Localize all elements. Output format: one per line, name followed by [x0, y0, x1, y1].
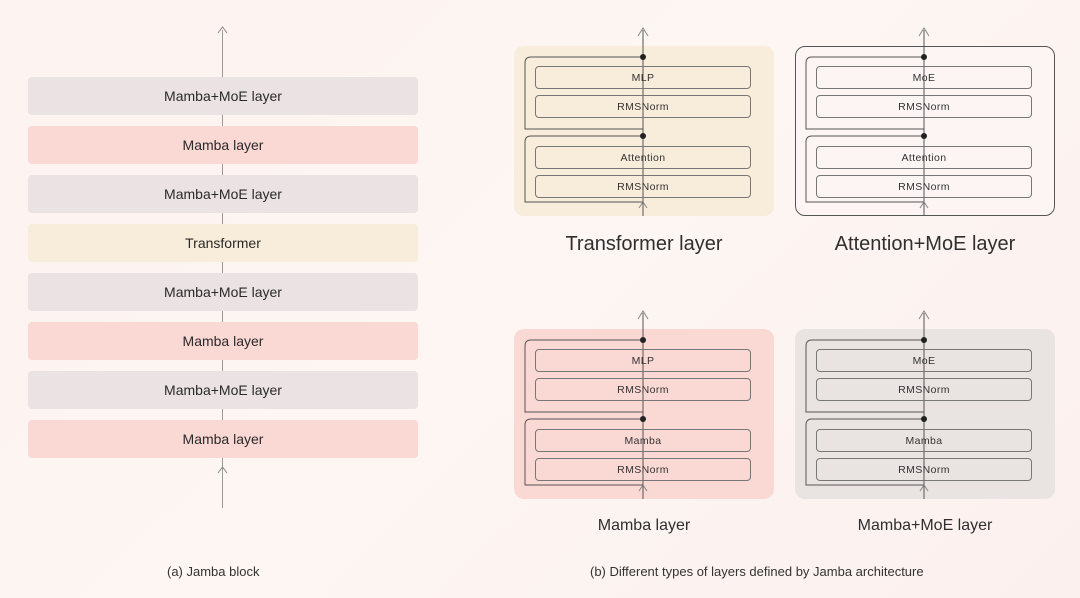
panel-title-transformer: Transformer layer — [565, 233, 723, 255]
output-arrow-icon — [637, 27, 649, 37]
rmsnorm-box: RMSNorm — [816, 175, 1032, 198]
add-node-dot — [640, 337, 646, 343]
residual-loop-upper — [524, 56, 643, 130]
panel-title-mamba-moe: Mamba+MoE layer — [857, 517, 993, 534]
residual-loop-lower — [805, 418, 924, 486]
stack-connector-line — [222, 30, 223, 508]
mamba-box: Mamba — [535, 429, 751, 452]
rmsnorm-box: RMSNorm — [816, 95, 1032, 118]
residual-connections — [524, 27, 649, 216]
panel-title-mamba: Mamba layer — [597, 517, 691, 534]
add-node-dot — [921, 337, 927, 343]
block-layer-6: Mamba layer — [28, 322, 418, 360]
add-node-dot — [640, 54, 646, 60]
panel-mamba-layer: MLP RMSNorm Mamba RMSNorm — [514, 310, 774, 499]
rmsnorm-box: RMSNorm — [816, 458, 1032, 481]
add-node-dot — [921, 416, 927, 422]
add-node-dot — [921, 133, 927, 139]
rmsnorm-box: RMSNorm — [535, 378, 751, 401]
mamba-box: Mamba — [816, 429, 1032, 452]
rmsnorm-box: RMSNorm — [535, 95, 751, 118]
output-arrow-icon — [217, 26, 228, 34]
panel-title-attention-moe: Attention+MoE layer — [834, 233, 1016, 255]
output-arrow-icon — [918, 27, 930, 37]
jamba-block-caption: (a) Jamba block — [167, 564, 260, 579]
attention-box: Attention — [816, 146, 1032, 169]
block-layer-1: Mamba+MoE layer — [28, 77, 418, 115]
input-arrow-icon — [217, 466, 228, 474]
residual-loop-upper — [805, 56, 924, 130]
block-layer-2: Mamba layer — [28, 126, 418, 164]
residual-loop-lower — [524, 135, 643, 203]
rmsnorm-box: RMSNorm — [535, 175, 751, 198]
residual-loop-lower — [524, 418, 643, 486]
layer-types-caption: (b) Different types of layers defined by… — [590, 564, 924, 579]
rmsnorm-box: RMSNorm — [535, 458, 751, 481]
attention-box: Attention — [535, 146, 751, 169]
residual-loop-upper — [805, 339, 924, 413]
block-layer-7: Mamba+MoE layer — [28, 371, 418, 409]
panel-transformer-layer: MLP RMSNorm Attention RMSNorm — [514, 27, 774, 216]
moe-box: MoE — [816, 349, 1032, 372]
add-node-dot — [640, 416, 646, 422]
residual-connections — [524, 310, 649, 499]
block-layer-3: Mamba+MoE layer — [28, 175, 418, 213]
residual-connections — [805, 27, 930, 216]
output-arrow-icon — [637, 310, 649, 320]
output-arrow-icon — [918, 310, 930, 320]
panel-mamba-moe-layer: MoE RMSNorm Mamba RMSNorm — [795, 310, 1055, 499]
block-layer-5: Mamba+MoE layer — [28, 273, 418, 311]
add-node-dot — [640, 133, 646, 139]
panel-attention-moe-layer: MoE RMSNorm Attention RMSNorm — [795, 27, 1055, 216]
rmsnorm-box: RMSNorm — [816, 378, 1032, 401]
moe-box: MoE — [816, 66, 1032, 89]
mlp-box: MLP — [535, 349, 751, 372]
residual-connections — [805, 310, 930, 499]
residual-loop-lower — [805, 135, 924, 203]
block-layer-4: Transformer — [28, 224, 418, 262]
residual-loop-upper — [524, 339, 643, 413]
add-node-dot — [921, 54, 927, 60]
mlp-box: MLP — [535, 66, 751, 89]
block-layer-8: Mamba layer — [28, 420, 418, 458]
